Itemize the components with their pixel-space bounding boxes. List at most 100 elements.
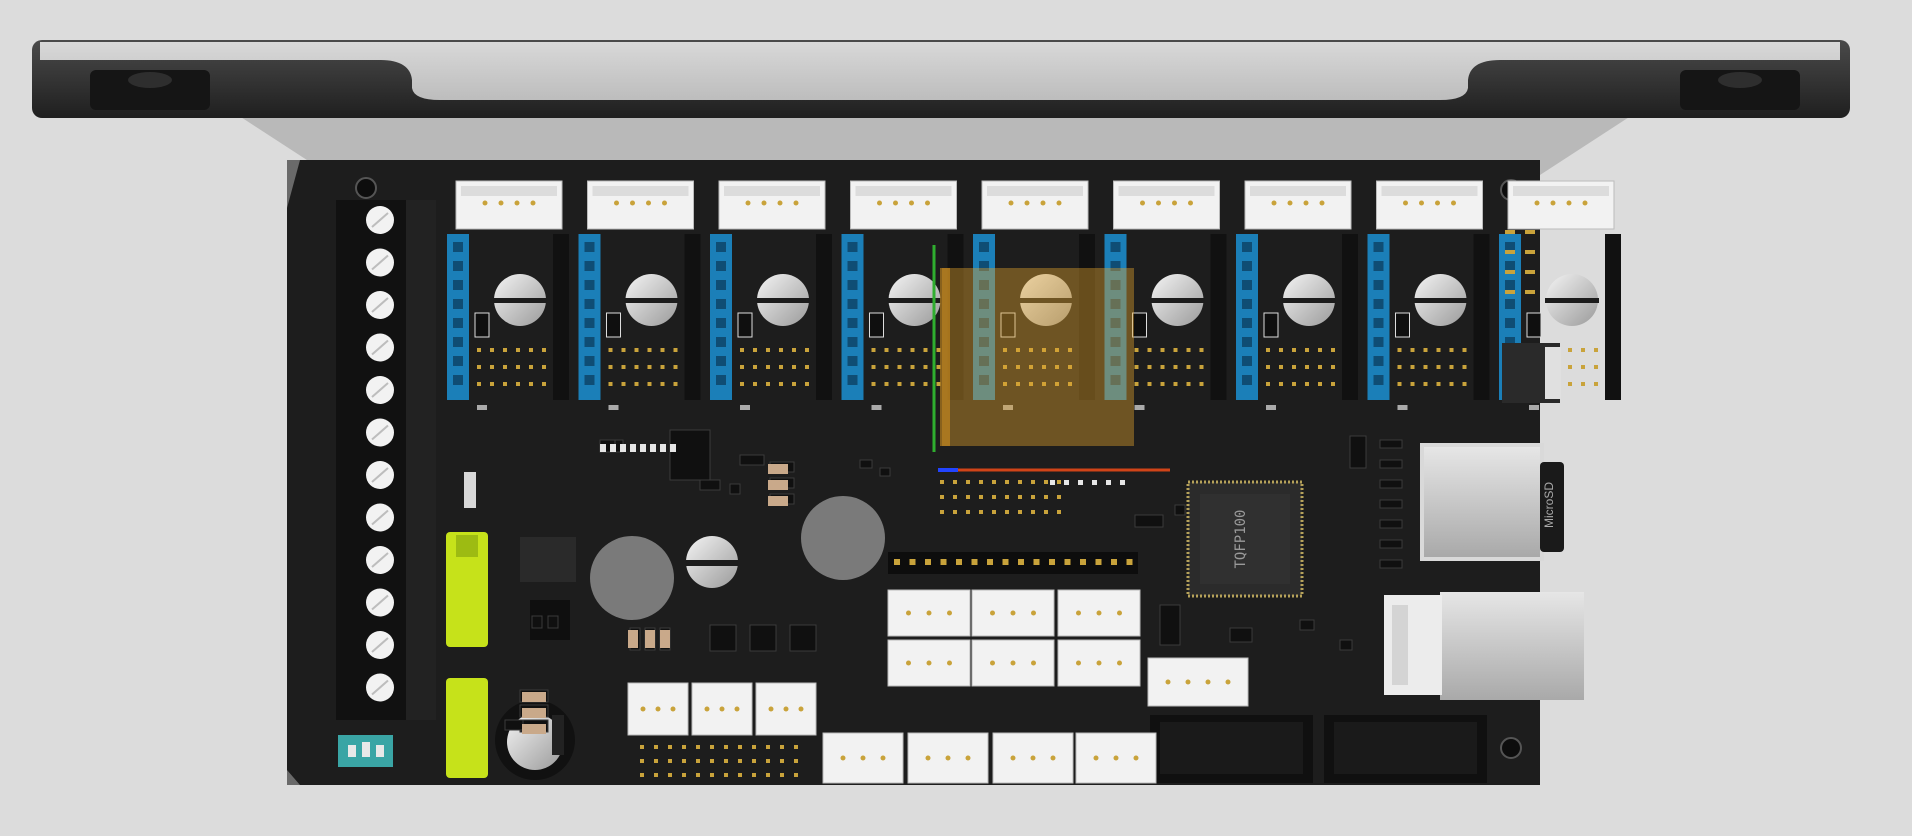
header-pin xyxy=(453,242,463,252)
jumper-pin xyxy=(1279,382,1283,386)
capacitor-band xyxy=(493,298,547,303)
mount-hole-bottom-right xyxy=(1500,737,1522,759)
jumper-pin xyxy=(1186,382,1191,386)
stepper-driver-array xyxy=(447,180,1621,410)
jumper-pin xyxy=(660,365,665,369)
connector-pin xyxy=(1172,200,1177,206)
smd-part xyxy=(1379,499,1403,509)
field-pin xyxy=(752,745,756,749)
connector-pin xyxy=(514,200,520,206)
field-pin xyxy=(780,745,784,749)
field-pin xyxy=(696,773,700,777)
jumper-pin xyxy=(608,365,613,369)
jumper-pin xyxy=(477,382,481,386)
capacitor-band xyxy=(1545,298,1599,303)
connector-pin xyxy=(909,200,914,206)
mcu-chip[interactable]: TQFP100 xyxy=(1186,480,1304,598)
connector-lip xyxy=(987,186,1083,196)
jumper-pin xyxy=(1397,348,1402,352)
header-pin xyxy=(1242,242,1252,252)
jumper-pin xyxy=(1199,382,1204,386)
smd-part xyxy=(1379,519,1403,529)
jumper-pin xyxy=(673,348,678,352)
field-pin xyxy=(1057,510,1061,514)
field-pin xyxy=(1525,250,1535,254)
connector-pin xyxy=(1008,200,1014,206)
screw-slot xyxy=(371,212,389,228)
header-pin xyxy=(1505,261,1515,271)
endstop-connector xyxy=(1057,589,1141,637)
field-pin xyxy=(940,480,944,484)
led xyxy=(600,444,606,452)
connector-pin xyxy=(1030,755,1036,761)
driver-header-blue xyxy=(1236,234,1258,400)
jumper-pin xyxy=(1186,365,1191,369)
exp-header-2[interactable] xyxy=(1324,715,1487,783)
header-pin xyxy=(1242,280,1252,290)
jumper-pin xyxy=(1462,365,1467,369)
screw-slot xyxy=(371,637,389,653)
jumper-pin xyxy=(1305,365,1309,369)
jumper-pin xyxy=(1318,365,1322,369)
header-pin xyxy=(1110,261,1121,271)
jumper-pin xyxy=(529,382,533,386)
header-pin xyxy=(1373,242,1384,252)
header-pin xyxy=(979,337,989,347)
driver-header-black xyxy=(816,234,832,400)
connector-lip xyxy=(724,186,820,196)
jumper-pin xyxy=(1423,348,1428,352)
jumper-pin xyxy=(1055,365,1059,369)
field-pin xyxy=(1031,495,1035,499)
resistor xyxy=(768,464,788,474)
field-pin xyxy=(1525,270,1535,274)
connector-pin xyxy=(1040,200,1046,206)
connector-pin xyxy=(1076,610,1081,616)
jumper-pin xyxy=(1594,348,1598,352)
jumper-pin xyxy=(936,382,941,386)
exp-header-1[interactable] xyxy=(1150,715,1313,783)
header-pin xyxy=(453,299,463,309)
jumper-pin xyxy=(884,382,889,386)
jumper-pin xyxy=(1449,365,1454,369)
header-pin xyxy=(716,337,726,347)
connector-pin xyxy=(1188,200,1193,206)
smd-part xyxy=(504,719,524,731)
driver-header-black xyxy=(684,234,701,400)
jumper-pin xyxy=(871,365,876,369)
led xyxy=(610,444,616,452)
jumper-pin xyxy=(871,382,876,386)
jumper-pin xyxy=(516,365,520,369)
jumper-pin xyxy=(1003,348,1007,352)
field-pin xyxy=(1018,495,1022,499)
jumper-pin xyxy=(1581,365,1585,369)
led xyxy=(1106,480,1111,485)
jumper-pin xyxy=(529,365,533,369)
screw-slot xyxy=(371,339,389,356)
mcu-label: TQFP100 xyxy=(1233,509,1249,568)
jumper-pin xyxy=(1410,382,1415,386)
jumper-pin xyxy=(1016,348,1020,352)
field-pin xyxy=(794,745,798,749)
connector-pin xyxy=(614,200,619,206)
usb-port[interactable] xyxy=(1384,592,1584,700)
jumper-pin xyxy=(753,348,757,352)
jumper-pin xyxy=(477,348,481,352)
field-pin xyxy=(752,759,756,763)
probe-connector xyxy=(1147,657,1249,707)
field-pin xyxy=(1057,480,1061,484)
resistor xyxy=(768,480,788,490)
driver-label-pad xyxy=(1266,405,1276,410)
inductor-2 xyxy=(801,496,885,580)
jumper-pin xyxy=(1160,348,1165,352)
driver-label-pad xyxy=(1134,405,1145,410)
connector-pin xyxy=(1319,200,1325,206)
connector-lip xyxy=(1118,186,1215,196)
connector-pin xyxy=(926,610,932,616)
selection-highlight[interactable] xyxy=(932,245,1170,472)
jumper-pin xyxy=(1279,365,1283,369)
microsd-slot[interactable]: MicroSD xyxy=(1420,443,1564,561)
connector-pin xyxy=(498,200,504,206)
jumper-pin xyxy=(884,348,889,352)
led xyxy=(1078,480,1083,485)
